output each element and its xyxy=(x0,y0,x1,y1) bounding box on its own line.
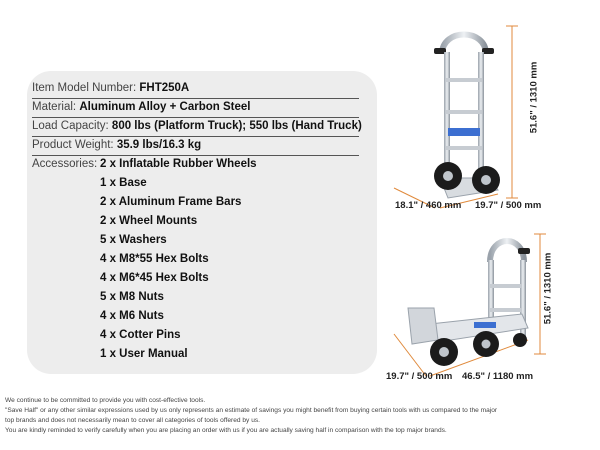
left-grip xyxy=(434,48,446,54)
platform-cross-bar xyxy=(490,284,522,288)
platform-front-hub xyxy=(439,347,449,357)
weight-label: Product Weight: xyxy=(32,139,114,151)
accessories-label: Accessories: xyxy=(32,158,98,170)
disclaimer-line: "Save Half" or any other similar express… xyxy=(5,407,498,414)
upright-width-label: 19.7" / 500 mm xyxy=(475,200,542,211)
cross-bar xyxy=(446,146,482,150)
accessory-item: 2 x Inflatable Rubber Wheels xyxy=(100,158,257,170)
disclaimer-line: You are kindly reminded to verify carefu… xyxy=(5,427,447,434)
platform-nose-plate xyxy=(407,307,439,345)
platform-length-label: 46.5" / 1180 mm xyxy=(462,371,534,382)
accessory-item: 4 x M6*45 Hex Bolts xyxy=(100,272,209,284)
right-hub xyxy=(481,175,491,185)
platform-height-dimension-line xyxy=(534,233,546,355)
spec-row-weight: Product Weight: 35.9 lbs/16.3 kg xyxy=(32,136,359,156)
accessory-item: 2 x Wheel Mounts xyxy=(100,215,198,227)
right-grip xyxy=(482,48,494,54)
disclaimer-line: top brands and does not necessarily mean… xyxy=(5,417,260,424)
model-value: FHT250A xyxy=(139,82,190,94)
height-dimension-line xyxy=(506,25,518,199)
cross-bar xyxy=(446,110,482,114)
platform-grip xyxy=(518,248,530,254)
accessory-item: 2 x Aluminum Frame Bars xyxy=(100,196,242,208)
accessory-item: 4 x M8*55 Hex Bolts xyxy=(100,253,209,265)
base-dimension-lines xyxy=(393,187,499,209)
platform-mid-hub xyxy=(481,339,491,349)
weight-value: 35.9 lbs/16.3 kg xyxy=(116,139,202,151)
disclaimer-line: We continue to be committed to provide y… xyxy=(5,397,206,404)
platform-handle-loop xyxy=(487,238,527,263)
spec-row-model: Item Model Number: FHT250A xyxy=(32,79,359,99)
platform-blue-bracket xyxy=(474,322,496,328)
left-hub xyxy=(443,171,453,181)
material-label: Material: xyxy=(32,101,77,113)
blue-bracket xyxy=(448,128,480,136)
model-label: Item Model Number: xyxy=(32,82,137,94)
spec-row-accessories: Accessories: xyxy=(32,155,97,174)
accessory-item: 5 x M8 Nuts xyxy=(100,291,164,303)
upright-depth-label: 18.1" / 460 mm xyxy=(395,200,462,211)
platform-width-label: 19.7" / 500 mm xyxy=(386,371,453,382)
platform-caster xyxy=(513,333,527,347)
platform-truck-illustration xyxy=(393,233,546,377)
accessory-item: 4 x Cotter Pins xyxy=(100,329,181,341)
spec-row-load: Load Capacity: 800 lbs (Platform Truck);… xyxy=(32,117,362,137)
spec-card xyxy=(27,71,377,374)
platform-base-dimension-lines xyxy=(393,333,529,377)
accessory-item: 4 x M6 Nuts xyxy=(100,310,164,322)
spec-row-material: Material: Aluminum Alloy + Carbon Steel xyxy=(32,98,359,118)
handle-loop xyxy=(439,31,489,55)
accessory-item: 5 x Washers xyxy=(100,234,167,246)
platform-cross-bar xyxy=(490,308,522,312)
load-label: Load Capacity: xyxy=(32,120,109,132)
upright-height-label: 51.6" / 1310 mm xyxy=(528,61,540,134)
accessory-item: 1 x User Manual xyxy=(100,348,188,360)
load-value: 800 lbs (Platform Truck); 550 lbs (Hand … xyxy=(111,120,362,132)
material-value: Aluminum Alloy + Carbon Steel xyxy=(79,101,251,113)
platform-height-label: 51.6" / 1310 mm xyxy=(542,252,554,325)
hand-truck-upright-illustration xyxy=(393,25,518,209)
platform-right-rail xyxy=(520,260,526,340)
accessory-item: 1 x Base xyxy=(100,177,147,189)
cross-bar xyxy=(446,78,482,82)
platform-left-rail xyxy=(488,260,494,336)
